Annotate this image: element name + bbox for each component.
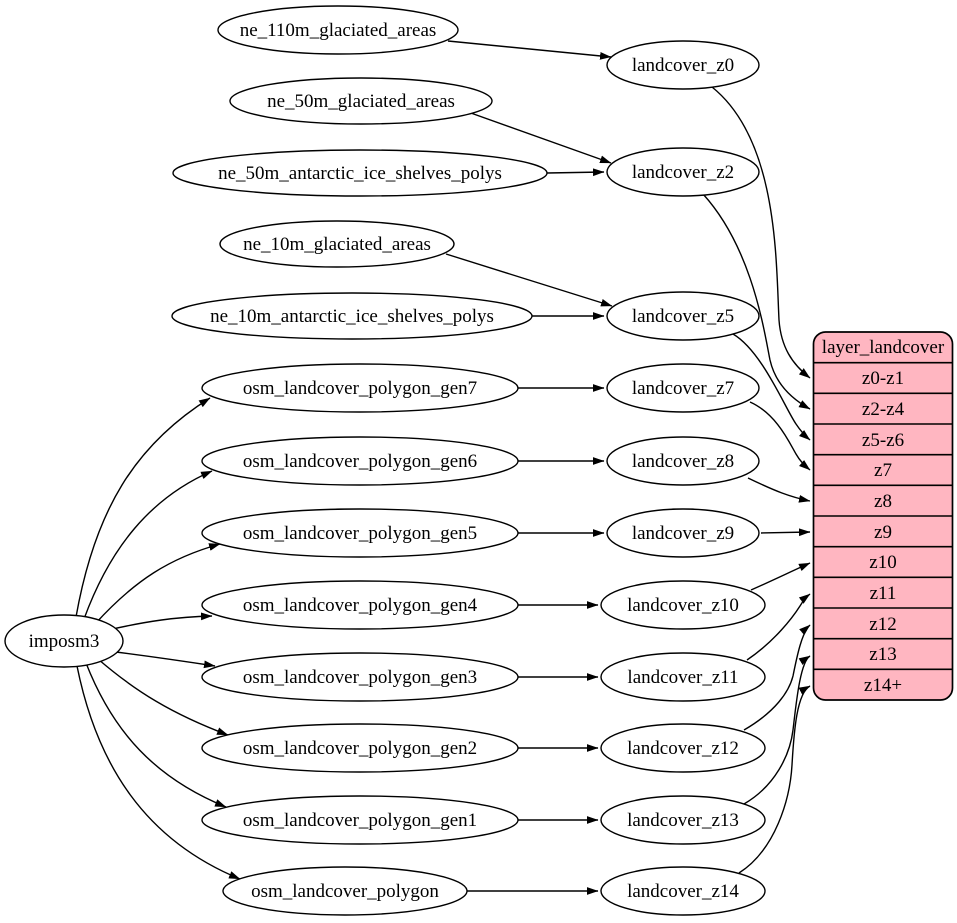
node-label: osm_landcover_polygon_gen5 bbox=[243, 523, 477, 544]
node-label: osm_landcover_polygon_gen7 bbox=[243, 378, 477, 399]
node-label: ne_10m_glaciated_areas bbox=[243, 234, 431, 255]
node-landcover_z7: landcover_z7 bbox=[606, 363, 760, 413]
edge-landcover_z2-row-z2-z4 bbox=[702, 193, 811, 410]
node-label: landcover_z2 bbox=[632, 162, 734, 183]
table-layer_landcover: layer_landcover z0-z1 z2-z4 z5-z6 z7 z8 … bbox=[812, 331, 954, 701]
node-osm_landcover_polygon_gen5: osm_landcover_polygon_gen5 bbox=[201, 508, 519, 558]
node-label: landcover_z0 bbox=[632, 55, 734, 76]
node-osm_landcover_polygon_gen3: osm_landcover_polygon_gen3 bbox=[201, 652, 519, 702]
edge-imposm3-osm_landcover_polygon_gen2 bbox=[97, 658, 229, 736]
node-label: landcover_z13 bbox=[627, 810, 739, 831]
edge-imposm3-osm_landcover_polygon_gen1 bbox=[85, 662, 227, 808]
edge-imposm3-osm_landcover_polygon_gen4 bbox=[107, 612, 213, 631]
node-landcover_z8: landcover_z8 bbox=[606, 436, 760, 486]
node-ne_110m_glaciated_areas: ne_110m_glaciated_areas bbox=[217, 5, 459, 55]
node-ne_50m_glaciated_areas: ne_50m_glaciated_areas bbox=[229, 77, 493, 125]
node-label: osm_landcover_polygon_gen6 bbox=[243, 451, 477, 472]
table-row-z7: z7 bbox=[874, 460, 892, 481]
edge-ne_10m_glaciated_areas-landcover_z5 bbox=[445, 253, 613, 307]
node-layer: ne_110m_glaciated_areas ne_50m_glaciated… bbox=[4, 5, 766, 916]
edge-imposm3-osm_landcover_polygon bbox=[76, 665, 241, 880]
edge-imposm3-osm_landcover_polygon_gen3 bbox=[107, 650, 216, 669]
node-label: landcover_z7 bbox=[632, 378, 734, 399]
node-landcover_z10: landcover_z10 bbox=[600, 580, 766, 630]
node-label: landcover_z11 bbox=[627, 667, 738, 688]
edge-landcover_z13-row-z13 bbox=[743, 655, 811, 805]
edge-landcover_z0-row-z0-z1 bbox=[711, 86, 811, 379]
edge-landcover_z8-row-z8 bbox=[747, 477, 811, 503]
table-row-z0-z1: z0-z1 bbox=[862, 368, 904, 389]
node-landcover_z5: landcover_z5 bbox=[606, 291, 760, 341]
node-label: osm_landcover_polygon_gen4 bbox=[243, 595, 478, 616]
node-osm_landcover_polygon_gen6: osm_landcover_polygon_gen6 bbox=[201, 436, 519, 486]
table-title: layer_landcover bbox=[822, 337, 945, 358]
node-label: landcover_z12 bbox=[627, 738, 739, 759]
edge-landcover_z9-row-z9 bbox=[760, 528, 811, 537]
node-ne_10m_glaciated_areas: ne_10m_glaciated_areas bbox=[219, 220, 455, 268]
node-landcover_z12: landcover_z12 bbox=[600, 723, 766, 773]
node-label: ne_10m_antarctic_ice_shelves_polys bbox=[210, 306, 494, 327]
node-label: osm_landcover_polygon bbox=[251, 881, 439, 902]
table-row-z8: z8 bbox=[874, 491, 892, 512]
node-label: imposm3 bbox=[29, 631, 100, 652]
node-landcover_z11: landcover_z11 bbox=[600, 652, 766, 702]
node-label: ne_110m_glaciated_areas bbox=[240, 20, 437, 41]
edge-imposm3-osm_landcover_polygon_gen5 bbox=[94, 543, 221, 625]
table-row-z13: z13 bbox=[869, 644, 896, 665]
edge-landcover_z10-row-z10 bbox=[750, 562, 811, 591]
edge-layer bbox=[75, 40, 811, 895]
node-ne_50m_antarctic_ice_shelves_polys: ne_50m_antarctic_ice_shelves_polys bbox=[172, 149, 548, 197]
node-label: osm_landcover_polygon_gen1 bbox=[243, 810, 477, 831]
table-row-z11: z11 bbox=[870, 583, 897, 604]
node-osm_landcover_polygon: osm_landcover_polygon bbox=[222, 866, 468, 916]
node-osm_landcover_polygon_gen7: osm_landcover_polygon_gen7 bbox=[201, 363, 519, 413]
node-landcover_z2: landcover_z2 bbox=[606, 147, 760, 197]
node-landcover_z0: landcover_z0 bbox=[606, 40, 760, 90]
node-label: ne_50m_antarctic_ice_shelves_polys bbox=[218, 163, 502, 184]
edge-imposm3-osm_landcover_polygon_gen6 bbox=[83, 470, 213, 620]
node-osm_landcover_polygon_gen4: osm_landcover_polygon_gen4 bbox=[201, 580, 519, 630]
table-row-z12: z12 bbox=[869, 614, 896, 635]
node-label: landcover_z9 bbox=[632, 523, 734, 544]
node-label: landcover_z14 bbox=[627, 881, 739, 902]
edge-landcover_z5-row-z5-z6 bbox=[732, 333, 811, 441]
node-label: osm_landcover_polygon_gen2 bbox=[243, 738, 477, 759]
node-label: landcover_z8 bbox=[632, 451, 734, 472]
node-imposm3: imposm3 bbox=[4, 614, 124, 668]
edge-landcover_z14-row-z14plus bbox=[738, 685, 811, 874]
table-row-z10: z10 bbox=[869, 552, 896, 573]
table-row-z5-z6: z5-z6 bbox=[862, 430, 904, 451]
edge-landcover_z12-row-z12 bbox=[743, 624, 811, 731]
table-row-z9: z9 bbox=[874, 522, 892, 543]
edge-landcover_z7-row-z7 bbox=[749, 401, 811, 471]
node-label: landcover_z10 bbox=[627, 595, 739, 616]
edge-ne_110m_glaciated_areas-landcover_z0 bbox=[447, 40, 612, 60]
edge-ne_50m_antarctic_ice_shelves_polys-landcover_z2 bbox=[546, 168, 605, 177]
node-label: osm_landcover_polygon_gen3 bbox=[243, 667, 477, 688]
node-osm_landcover_polygon_gen1: osm_landcover_polygon_gen1 bbox=[201, 795, 519, 845]
node-landcover_z14: landcover_z14 bbox=[600, 866, 766, 916]
edge-landcover_z11-row-z11 bbox=[746, 593, 811, 661]
table-row-z14plus: z14+ bbox=[864, 675, 902, 696]
node-ne_10m_antarctic_ice_shelves_polys: ne_10m_antarctic_ice_shelves_polys bbox=[171, 292, 533, 340]
node-osm_landcover_polygon_gen2: osm_landcover_polygon_gen2 bbox=[201, 723, 519, 773]
node-landcover_z9: landcover_z9 bbox=[606, 508, 760, 558]
node-label: ne_50m_glaciated_areas bbox=[267, 91, 455, 112]
edge-ne_50m_glaciated_areas-landcover_z2 bbox=[467, 111, 612, 164]
node-label: landcover_z5 bbox=[632, 306, 734, 327]
edge-imposm3-osm_landcover_polygon_gen7 bbox=[75, 397, 211, 618]
table-row-z2-z4: z2-z4 bbox=[862, 399, 905, 420]
node-landcover_z13: landcover_z13 bbox=[600, 795, 766, 845]
